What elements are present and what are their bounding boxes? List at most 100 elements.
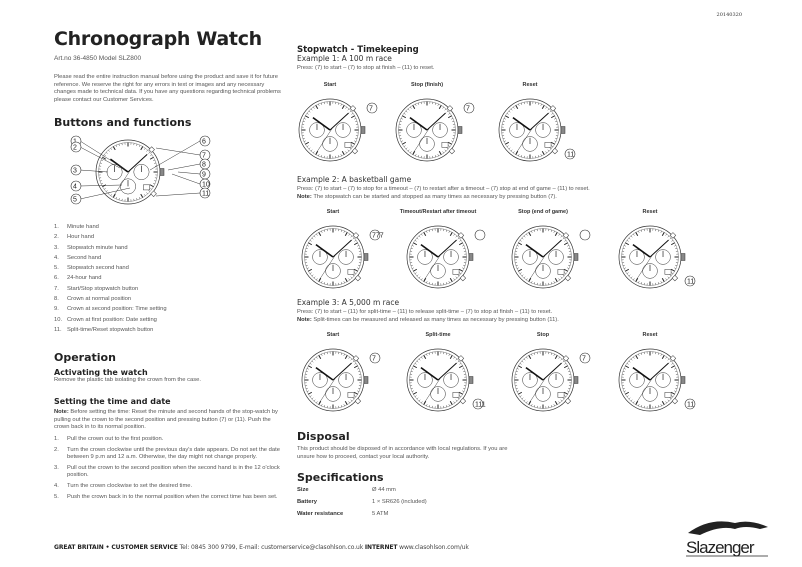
step-number: 4. [54, 482, 59, 489]
intro-text: Please read the entire instruction manua… [54, 74, 281, 103]
watch-face-icon [301, 225, 369, 289]
step-text: Turn the crown clockwise to set the desi… [67, 482, 193, 489]
slazenger-logo: Slazenger [686, 521, 768, 557]
button-11-callout: 11 [684, 275, 696, 287]
watch-label: Stop (finish) [410, 82, 444, 88]
operation-heading: Operation [54, 351, 116, 364]
callout-7: 7 [199, 149, 211, 161]
setting-heading: Setting the time and date [54, 397, 171, 406]
item-number: 10. [54, 316, 63, 323]
example-title: Example 1: A 100 m race [297, 54, 392, 63]
step-text: Pull the crown out to the first position… [67, 436, 164, 442]
spec-key: Water resistance [297, 511, 344, 517]
function-item: 10.Crown at first position: Date setting [54, 317, 286, 327]
callout-11: 11 [199, 187, 211, 199]
example-note: Note: The stopwatch can be started and s… [297, 194, 557, 202]
footer-region: GREAT BRITAIN • CUSTOMER SERVICE [54, 544, 178, 551]
button-7-callout: 7 [366, 102, 378, 114]
callout-6: 6 [199, 135, 211, 147]
function-item: 2.Hour hand [54, 234, 286, 244]
callout-number: 10 [202, 182, 210, 189]
note-text: Before setting the time: Reset the minut… [54, 409, 278, 431]
callout-9: 9 [199, 168, 211, 180]
example-title: Example 3: A 5,000 m race [297, 298, 400, 307]
callout-4: 4 [70, 180, 82, 192]
footer-contact: Tel: 0845 300 9799, E-mail: customerserv… [177, 544, 365, 551]
document-code: 20140320 [716, 12, 742, 18]
buttons-heading: Buttons and functions [54, 116, 192, 129]
disposal-heading: Disposal [297, 430, 350, 443]
footer: GREAT BRITAIN • CUSTOMER SERVICE Tel: 08… [54, 544, 469, 551]
function-item: 1.Minute hand [54, 224, 286, 234]
step-item: 3.Pull out the crown to the second posit… [54, 465, 286, 480]
watch-label: Reset [522, 82, 538, 88]
callout-5: 5 [70, 193, 82, 205]
watch-label: Start [326, 209, 340, 215]
step-item: 5.Push the crown back in to the normal p… [54, 494, 286, 502]
step-text: Pull out the crown to the second positio… [67, 464, 280, 479]
disposal-text: This product should be disposed of in ac… [297, 446, 508, 460]
callout-number: 8 [202, 162, 206, 169]
activating-text: Remove the plastic tab isolating the cro… [54, 377, 201, 383]
item-text: Second hand [67, 254, 102, 261]
callout-number: 7 [372, 356, 376, 363]
watch-label: Split-time [425, 332, 451, 338]
footer-website: www.clasohlson.com/uk [397, 544, 469, 551]
callout-number: 11 [687, 279, 694, 286]
step-item: 1. Pull the crown out to the first positi… [54, 436, 286, 444]
item-text: Hour hand [67, 234, 95, 241]
watch-face-icon [406, 348, 474, 412]
note-label: Note: [297, 317, 312, 323]
item-text: Stopwatch second hand [67, 265, 129, 272]
brand-logo-text: Slazenger [686, 538, 755, 557]
callout-number: 7 [369, 106, 373, 113]
spec-value: 1 × SR626 (included) [372, 499, 427, 505]
callout-number: 6 [202, 139, 206, 146]
callout-number: 777 [372, 233, 384, 240]
callout-number: 111 [475, 402, 486, 409]
item-text: Crown at second position: Time setting [67, 306, 167, 313]
watch-label: Start [323, 82, 337, 88]
button-7-callout [579, 229, 591, 241]
step-number: 5. [54, 493, 59, 500]
watch-label: Reset [642, 332, 658, 338]
function-item: 5.Stopwatch second hand [54, 265, 286, 275]
button-7-callout: 7 [579, 352, 591, 364]
item-number: 6. [54, 275, 59, 282]
stopwatch-heading: Stopwatch - Timekeeping [297, 45, 419, 55]
item-text: 24-hour hand [67, 275, 102, 282]
specifications-heading: Specifications [297, 471, 384, 484]
watch-label: Start [326, 332, 340, 338]
button-7-callout: 7 [369, 352, 381, 364]
page-title: Chronograph Watch [54, 28, 262, 50]
function-item: 4.Second hand [54, 255, 286, 265]
button-7-callout [474, 229, 486, 241]
item-text: Stopwatch minute hand [67, 244, 128, 251]
footer-internet-label: INTERNET [364, 544, 398, 551]
setting-steps: 1. Pull the crown out to the first positi… [54, 436, 286, 504]
watch-diagram: 1234567891011 [70, 135, 211, 205]
function-item: 7.Start/Stop stopwatch button [54, 286, 286, 296]
setting-note: Note: Before setting the time: Reset the… [54, 409, 286, 432]
note-label: Note: [297, 194, 312, 200]
item-text: Split-time/Reset stopwatch button [67, 326, 154, 333]
step-number: 1. [54, 436, 59, 442]
callout-number: 7 [466, 106, 470, 113]
panther-icon [688, 521, 768, 535]
example-title: Example 2: A basketball game [297, 175, 412, 184]
item-text: Start/Stop stopwatch button [67, 285, 139, 292]
step-item: 2.Turn the crown clockwise until the pre… [54, 447, 286, 462]
watch-face-icon [618, 225, 686, 289]
callout-number: 9 [202, 172, 206, 179]
callout-number: 7 [202, 153, 206, 160]
watch-face-icon [406, 225, 474, 289]
item-text: Crown at normal position [67, 296, 132, 303]
note-text: Split-times can be measured and released… [311, 317, 559, 323]
watch-face-icon [95, 139, 165, 205]
